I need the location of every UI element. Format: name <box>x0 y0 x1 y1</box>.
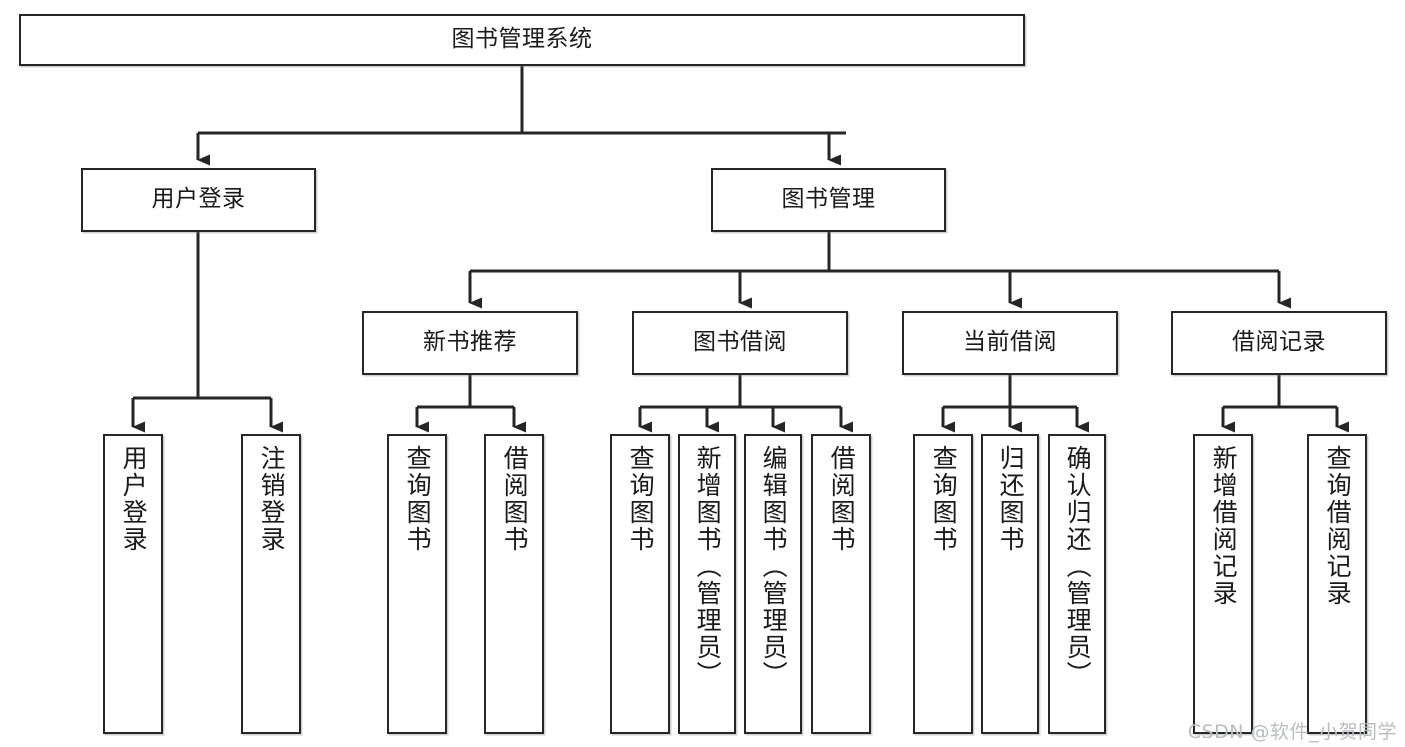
node-book-manage-label: 图书管理 <box>781 186 876 213</box>
leaf-cur-query-label: 查询图书 <box>929 445 959 553</box>
node-borrow-record[interactable]: 借阅记录 <box>1171 311 1387 375</box>
leaf-borrow-add[interactable]: 新增图书（管理员） <box>678 434 736 734</box>
node-root[interactable]: 图书管理系统 <box>19 14 1025 66</box>
leaf-user-logout-label: 注销登录 <box>257 445 287 553</box>
leaf-borrow-lend[interactable]: 借阅图书 <box>811 434 871 734</box>
leaf-rec-add[interactable]: 新增借阅记录 <box>1193 434 1253 734</box>
node-book-borrow[interactable]: 图书借阅 <box>632 311 848 375</box>
leaf-cur-return[interactable]: 归还图书 <box>981 434 1039 734</box>
leaf-cur-query[interactable]: 查询图书 <box>913 434 973 734</box>
leaf-rec-query-label: 查询图书 <box>403 445 433 553</box>
node-user-login[interactable]: 用户登录 <box>81 168 316 232</box>
leaf-cur-confirm[interactable]: 确认归还（管理员） <box>1048 434 1106 734</box>
leaf-borrow-query[interactable]: 查询图书 <box>610 434 670 734</box>
leaf-rec-query2-label: 查询借阅记录 <box>1323 445 1353 607</box>
leaf-user-login-label: 用户登录 <box>119 445 149 553</box>
leaf-rec-add-label: 新增借阅记录 <box>1209 445 1239 607</box>
leaf-rec-query[interactable]: 查询图书 <box>387 434 447 734</box>
leaf-borrow-edit-label: 编辑图书（管理员） <box>759 445 789 688</box>
leaf-rec-borrow[interactable]: 借阅图书 <box>484 434 544 734</box>
node-user-login-label: 用户登录 <box>151 186 246 213</box>
node-new-book-rec[interactable]: 新书推荐 <box>362 311 578 375</box>
node-borrow-record-label: 借阅记录 <box>1232 329 1326 356</box>
node-book-manage[interactable]: 图书管理 <box>711 168 946 232</box>
node-root-label: 图书管理系统 <box>451 26 593 53</box>
node-current-borrow[interactable]: 当前借阅 <box>902 311 1118 375</box>
leaf-borrow-add-label: 新增图书（管理员） <box>693 445 723 688</box>
leaf-borrow-lend-label: 借阅图书 <box>827 445 857 553</box>
node-current-borrow-label: 当前借阅 <box>963 329 1057 356</box>
node-book-borrow-label: 图书借阅 <box>693 329 787 356</box>
csdn-watermark: CSDN @软件_小贺同学 <box>1187 721 1397 743</box>
leaf-user-logout[interactable]: 注销登录 <box>241 434 301 734</box>
leaf-rec-borrow-label: 借阅图书 <box>500 445 530 553</box>
leaf-rec-query2[interactable]: 查询借阅记录 <box>1307 434 1367 734</box>
leaf-cur-return-label: 归还图书 <box>996 445 1026 553</box>
leaf-borrow-query-label: 查询图书 <box>626 445 656 553</box>
node-new-book-rec-label: 新书推荐 <box>423 329 517 356</box>
leaf-borrow-edit[interactable]: 编辑图书（管理员） <box>744 434 802 734</box>
leaf-cur-confirm-label: 确认归还（管理员） <box>1063 445 1093 688</box>
leaf-user-login[interactable]: 用户登录 <box>103 434 163 734</box>
